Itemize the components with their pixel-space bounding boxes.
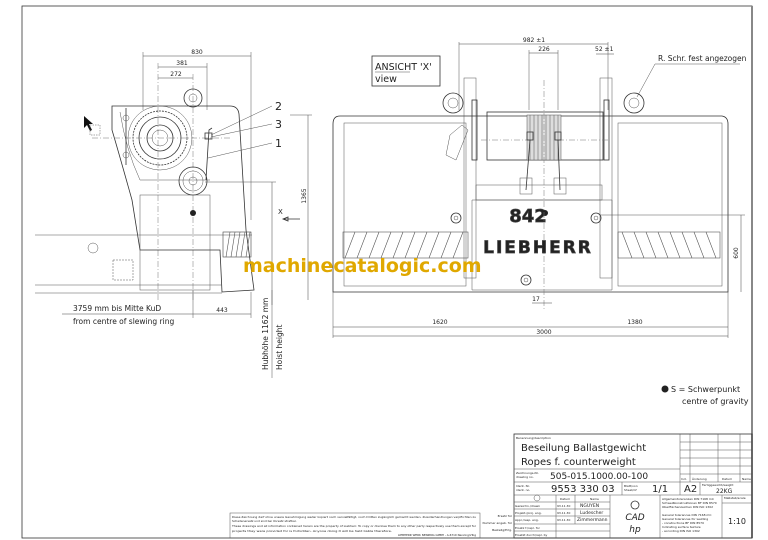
svg-text:Zimmermann: Zimmermann [577, 517, 608, 523]
dim-52: 52 ±1 [595, 46, 614, 53]
svg-text:Indicating surface texture: Indicating surface texture [662, 525, 701, 529]
svg-text:These drawings and all informa: These drawings and all information conta… [231, 524, 477, 528]
dim-17: 17 [532, 296, 540, 303]
scale: 1:10 [728, 517, 746, 526]
svg-text:Projekt./proj. eng.: Projekt./proj. eng. [515, 511, 542, 515]
svg-text:drawing no.: drawing no. [516, 475, 534, 479]
svg-text:Allgemeintoleranzen DIN 7168 m: Allgemeintoleranzen DIN 7168 mC [662, 497, 714, 501]
hoist-height-de: Hubhöhe 1162 mm [261, 298, 270, 370]
gravity-label-en: centre of gravity [682, 397, 749, 406]
svg-text:Diese Zeichnung darf ohne unse: Diese Zeichnung darf ohne unsere Genehmi… [232, 515, 476, 519]
svg-text:Ersatz für: Ersatz für [498, 514, 513, 518]
callout-3: 3 [275, 118, 282, 131]
title-block: Ind. Änderung Datum Name Benennung/descr… [482, 433, 753, 539]
svg-text:Schweißkonstruktionen BF DIN 8: Schweißkonstruktionen BF DIN 8570 [662, 501, 717, 505]
view-title-box [371, 55, 441, 87]
drawing-title-de: Beseilung Ballastgewicht [521, 443, 646, 454]
svg-text:Datum: Datum [560, 497, 570, 501]
view-direction-arrow-icon [281, 216, 300, 222]
sheet-number: 1/1 [652, 484, 668, 495]
svg-text:Bestellg/Erlg.: Bestellg/Erlg. [492, 528, 512, 532]
svg-text:Fertiggewicht/weight: Fertiggewicht/weight [702, 483, 734, 487]
svg-text:projects they were provided fo: projects they were provided for is forbi… [232, 529, 392, 533]
slewing-distance-en: from centre of slewing ring [73, 317, 174, 326]
cog-marker-icon [542, 210, 548, 216]
svg-text:Blatt/von: Blatt/von [624, 484, 638, 488]
dim-982: 982 ±1 [523, 37, 545, 44]
dim-1365: 1365 [301, 188, 308, 203]
svg-text:Zeichnungs-Nr.: Zeichnungs-Nr. [516, 471, 539, 475]
svg-text:Appr./resp. eng.: Appr./resp. eng. [515, 518, 539, 522]
hp-label: hp [629, 525, 641, 535]
dim-1620: 1620 [432, 319, 447, 326]
svg-text:- constructions BF DIN 8570: - constructions BF DIN 8570 [662, 521, 704, 525]
callout-2: 2 [275, 100, 282, 113]
svg-text:Name: Name [742, 477, 751, 481]
svg-text:General tolerances DIN 7168 mC: General tolerances DIN 7168 mC [662, 513, 711, 517]
watermark: machinecatalogic.com [243, 255, 482, 277]
svg-text:Ident. Nr.: Ident. Nr. [516, 484, 530, 488]
front-view: ANSICHT 'X' view 982 ±1 226 52 ±1 R. Sch… [332, 37, 747, 338]
svg-text:Oberflächenzeichen DIN ISO 130: Oberflächenzeichen DIN ISO 1302 [662, 505, 713, 509]
svg-text:Schadenersatz und sind bei Vor: Schadenersatz und sind bei Vorsatz straf… [232, 519, 297, 523]
view-title-de: ANSICHT 'X' [375, 62, 432, 73]
dim-272: 272 [170, 71, 182, 78]
svg-text:Ludescher: Ludescher [580, 510, 603, 516]
dim-226: 226 [538, 46, 550, 53]
dim-1380: 1380 [627, 319, 642, 326]
svg-text:Datum: Datum [722, 477, 732, 481]
svg-text:Ersetzt durch/repl. by: Ersetzt durch/repl. by [515, 533, 548, 537]
dim-600: 600 [733, 247, 740, 259]
svg-text:Änderung: Änderung [692, 476, 707, 481]
dim-830: 830 [191, 49, 203, 56]
svg-text:Ind.: Ind. [681, 477, 687, 481]
svg-text:93.11.30: 93.11.30 [557, 518, 570, 522]
company-logo-icon [630, 500, 640, 510]
svg-text:Maßstab/scale: Maßstab/scale [724, 496, 746, 500]
svg-text:LIEBHERR WERK NENZING GMBH - A: LIEBHERR WERK NENZING GMBH - A-6710 Nenz… [398, 533, 476, 537]
copyright-notice: Diese Zeichnung darf ohne unsere Genehmi… [229, 512, 481, 539]
gravity-label-de: S = Schwerpunkt [671, 385, 740, 394]
drawing-title-en: Ropes f. counterweight [521, 457, 636, 468]
side-view: 830 381 272 [35, 49, 312, 378]
view-x-label: X [278, 208, 283, 216]
model-number: 842 [509, 206, 547, 227]
drawing-number: 505-015.1000.00-100 [550, 472, 648, 482]
svg-text:Benennung/description: Benennung/description [516, 436, 551, 440]
view-title-en: view [375, 74, 397, 85]
bolts-tightened-note: R. Schr. fest angezogen [658, 54, 747, 63]
hoist-height-en: Hoist height [275, 324, 284, 370]
svg-text:Nummer angeb. für: Nummer angeb. für [482, 521, 512, 525]
svg-text:Name: Name [590, 497, 599, 501]
cad-label: CAD [625, 513, 644, 523]
svg-text:Sheet/of: Sheet/of [624, 488, 638, 492]
svg-text:93.11.30: 93.11.30 [557, 511, 570, 515]
svg-text:ident. no.: ident. no. [516, 488, 530, 492]
dim-3000: 3000 [536, 329, 551, 336]
cursor-arrow-icon [84, 116, 93, 131]
svg-text:NGUYEN: NGUYEN [580, 503, 599, 509]
svg-text:General tolerances for welding: General tolerances for welding [662, 517, 708, 521]
svg-text:- according DIN ISO 1302: - according DIN ISO 1302 [662, 529, 700, 533]
paper-format: A2 [684, 484, 697, 495]
weight: 22KG [716, 488, 733, 495]
svg-text:Ersatz f./repl. for: Ersatz f./repl. for [515, 526, 541, 530]
slewing-distance-de: 3759 mm bis Mitte KuD [73, 304, 161, 313]
svg-text:93.11.30: 93.11.30 [557, 504, 570, 508]
callout-1: 1 [275, 137, 282, 150]
dim-381: 381 [176, 60, 188, 67]
center-of-gravity-icon [661, 385, 669, 393]
dim-443: 443 [216, 307, 228, 314]
svg-text:Gezeichn./drawn: Gezeichn./drawn [515, 504, 540, 508]
ident-number: 9553 330 03 [551, 484, 615, 495]
brand-lettering: LIEBHERR [483, 238, 593, 258]
